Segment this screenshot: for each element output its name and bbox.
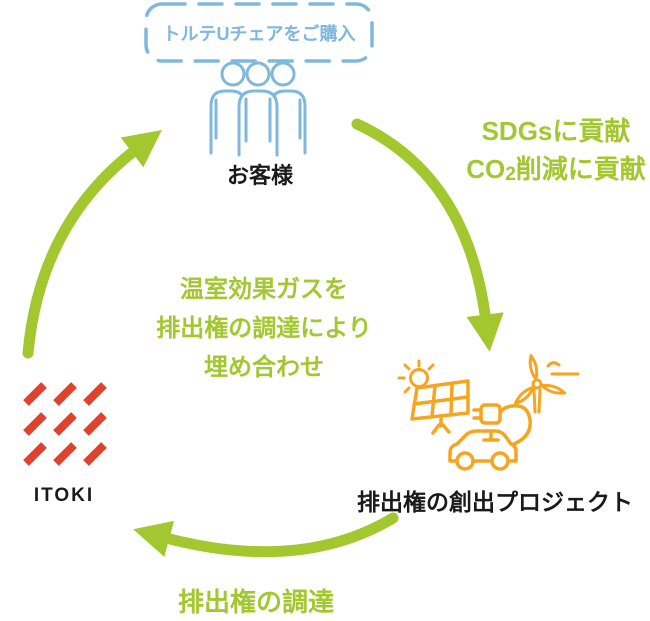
procurement-annotation: 排出権の調達 (177, 587, 335, 617)
company-label: ITOKI (33, 485, 95, 506)
arrow-customer-to-project (351, 118, 504, 352)
bubble-label: トルテUチェアをご購入 (162, 23, 356, 44)
speech-bubble-dashed-icon (144, 2, 374, 63)
offset-line3: 埋め合わせ (204, 354, 324, 381)
people-group-icon (209, 61, 307, 157)
customer-label: お客様 (226, 163, 294, 188)
co2-subscript: 2 (505, 164, 516, 185)
wind-turbine-icon (513, 354, 580, 414)
project-label: 排出権の創出プロジェクト (357, 489, 633, 515)
offset-line1: 温室効果ガスを (180, 276, 348, 303)
sdgs-line2: CO2削減に貢献 (466, 154, 646, 185)
offset-line2: 排出権の調達により (156, 315, 372, 342)
sdgs-annotation: SDGsに貢献 CO2削減に貢献 (466, 112, 646, 194)
itoki-slash-logo (23, 382, 107, 466)
arrow-project-to-itoki (133, 512, 399, 558)
electric-car-plug-icon (448, 403, 532, 471)
arrow-itoki-to-customer (22, 129, 162, 359)
sun-solar-panel-icon (397, 359, 470, 435)
offset-annotation: 温室効果ガスを 排出権の調達により 埋め合わせ (156, 270, 372, 387)
sdgs-line1: SDGsに貢献 (481, 116, 631, 146)
project-icons (397, 354, 580, 471)
